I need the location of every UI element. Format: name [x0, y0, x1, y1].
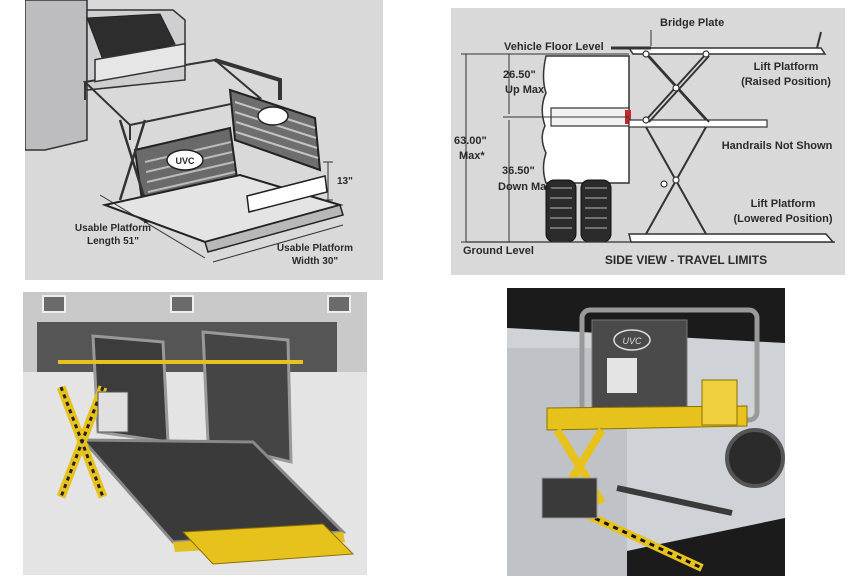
vehicle-light-left: [42, 295, 66, 313]
vehicle-tires: [545, 179, 612, 243]
bus-wheel: [725, 428, 785, 488]
roll-stop-plate: [246, 175, 328, 213]
vehicle-light-center: [170, 295, 194, 313]
roll-stop-raised: [701, 379, 738, 426]
dimension-line-length: [99, 194, 206, 259]
pivot-points: [642, 50, 710, 188]
side-view-svg: Bridge Plate Vehicle Floor Level 26.50" …: [454, 17, 835, 267]
handrails-not-shown-label: Handrails Not Shown: [722, 140, 833, 152]
platform-yellow: [546, 405, 748, 431]
vehicle-light-right: [327, 295, 351, 313]
usable-width-line2: Width 30": [292, 256, 339, 267]
warning-decal: [607, 358, 637, 393]
roll-stop-yellow: [181, 523, 355, 565]
lowered-position-line1: Lift Platform: [751, 198, 816, 210]
handrail-bar: [628, 119, 768, 128]
brand-oval: [613, 329, 651, 351]
photo-lift-deployed: [23, 292, 367, 575]
lift-arm-dark: [616, 485, 733, 516]
isometric-lift-svg: UVC 13" Usable Platform Length 51" Us: [25, 0, 353, 267]
usable-length-line2: Length 51": [87, 236, 139, 247]
scissor-legs: [118, 119, 147, 201]
vehicle-floor-label: Vehicle Floor Level: [504, 41, 604, 53]
platform-lowered: [628, 233, 835, 243]
handrail-panel-right: [201, 330, 293, 464]
dimension-lines: [461, 53, 629, 243]
handrail-top: [214, 58, 282, 100]
lowered-position-line2: (Lowered Position): [734, 213, 833, 225]
platform-edge: [204, 204, 344, 253]
warning-label: [97, 391, 129, 433]
brand-mark-front: UVC: [175, 156, 195, 166]
side-view-caption: SIDE VIEW - TRAVEL LIMITS: [605, 253, 767, 267]
down-max-value: 36.50": [502, 165, 535, 177]
isometric-lift-drawing: UVC 13" Usable Platform Length 51" Us: [25, 0, 383, 280]
photo-left-svg: [23, 292, 367, 575]
lift-mechanism: [94, 42, 186, 83]
handrail-back-panel: [591, 319, 688, 416]
dimension-line-width: [212, 224, 344, 263]
total-height-label: Max*: [459, 150, 485, 162]
lift-bay: [37, 322, 337, 372]
total-height-value: 63.00": [454, 135, 487, 147]
up-max-label: Up Max: [505, 84, 545, 96]
raised-position-line1: Lift Platform: [754, 61, 819, 73]
brand-oval-back: [257, 106, 289, 126]
usable-length-line1: Usable Platform: [75, 223, 151, 234]
handrail-panel-back: [228, 88, 322, 172]
dimension-13-label: 13": [337, 176, 353, 187]
photo-lift-on-bus: UVC: [507, 288, 785, 576]
brand-mark: UVC: [622, 336, 642, 346]
platform-raised: [627, 47, 827, 55]
brand-oval-front: [166, 149, 204, 171]
raised-position-line2: (Raised Position): [741, 76, 831, 88]
bridge-plate-label: Bridge Plate: [660, 17, 724, 29]
scissor-linkage: [645, 53, 710, 235]
side-view-travel-limits: Bridge Plate Vehicle Floor Level 26.50" …: [451, 8, 845, 275]
ground-level-label: Ground Level: [463, 245, 534, 257]
usable-width-line1: Usable Platform: [277, 243, 353, 254]
door-sign-plate: [86, 13, 176, 61]
scissor-stripes: [59, 386, 105, 498]
photo-right-svg: UVC: [507, 288, 785, 576]
up-max-value: 26.50": [503, 69, 536, 81]
lift-base-mechanism: [541, 477, 598, 519]
vehicle-wall: [25, 0, 88, 151]
down-max-label: Down Max: [498, 181, 553, 193]
